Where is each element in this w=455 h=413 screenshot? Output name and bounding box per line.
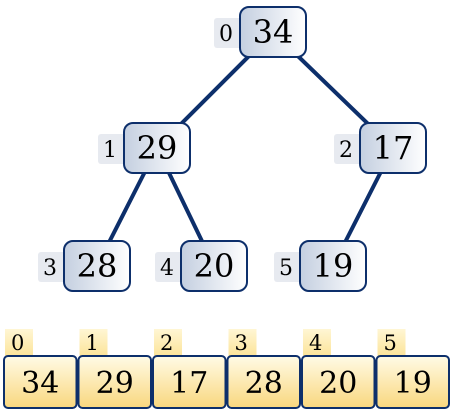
node-value-label: 17 [373, 129, 414, 167]
cell-index-label: 4 [309, 331, 322, 355]
cell-index-tag [154, 329, 182, 356]
node-box [63, 240, 131, 292]
tree-node: 4 20 [155, 240, 248, 292]
node-index-tag [155, 252, 185, 282]
node-index-tag [214, 18, 244, 48]
cell-box [375, 355, 450, 409]
array-cell: 420 [301, 329, 376, 409]
cell-index-label: 1 [86, 331, 99, 355]
node-index-label: 4 [160, 256, 174, 281]
node-index-label: 5 [279, 256, 293, 281]
node-box [239, 6, 307, 58]
cell-index-tag [228, 329, 257, 356]
cell-value-label: 28 [245, 366, 283, 401]
cell-box [77, 355, 152, 409]
cell-index-tag [5, 329, 33, 356]
tree-node: 2 17 [334, 122, 427, 174]
tree-node: 0 34 [214, 6, 307, 58]
node-index-tag [334, 134, 364, 164]
cell-box [3, 355, 78, 409]
cell-index-label: 0 [11, 331, 24, 355]
node-index-tag [274, 252, 304, 282]
node-value-label: 29 [137, 129, 178, 167]
node-index-label: 1 [103, 138, 117, 163]
node-index-label: 0 [219, 22, 233, 47]
array-cell: 328 [226, 329, 301, 409]
node-index-label: 2 [339, 138, 353, 163]
tree-node: 1 29 [98, 122, 191, 174]
cell-index-label: 3 [235, 331, 248, 355]
cell-value-label: 19 [394, 366, 432, 401]
node-index-tag [98, 134, 128, 164]
cell-box [301, 355, 376, 409]
tree-node: 3 28 [38, 240, 131, 292]
node-box [123, 122, 191, 174]
cell-index-label: 2 [160, 331, 173, 355]
node-box [299, 240, 367, 292]
array-cell: 034 [3, 329, 78, 409]
tree-node: 5 19 [274, 240, 367, 292]
cell-value-label: 34 [21, 366, 59, 401]
cell-box [152, 355, 227, 409]
cell-value-label: 20 [319, 366, 357, 401]
node-value-label: 34 [253, 13, 294, 51]
cell-index-label: 5 [384, 331, 397, 355]
array-cell: 129 [77, 329, 152, 409]
node-box [359, 122, 427, 174]
cell-box [226, 355, 301, 409]
cell-value-label: 17 [170, 366, 208, 401]
node-index-label: 3 [43, 256, 57, 281]
array-cell: 519 [375, 329, 450, 409]
node-box [180, 240, 248, 292]
cell-index-tag [79, 329, 108, 356]
cell-index-tag [377, 329, 406, 356]
node-value-label: 28 [77, 247, 118, 285]
node-index-tag [38, 252, 68, 282]
node-value-label: 20 [194, 247, 235, 285]
tree-nodes: 0 34 1 29 2 17 3 28 4 20 5 19 [38, 6, 427, 292]
cell-value-label: 29 [96, 366, 134, 401]
node-value-label: 19 [313, 247, 354, 285]
array-cell: 217 [152, 329, 227, 409]
cell-index-tag [303, 329, 331, 356]
